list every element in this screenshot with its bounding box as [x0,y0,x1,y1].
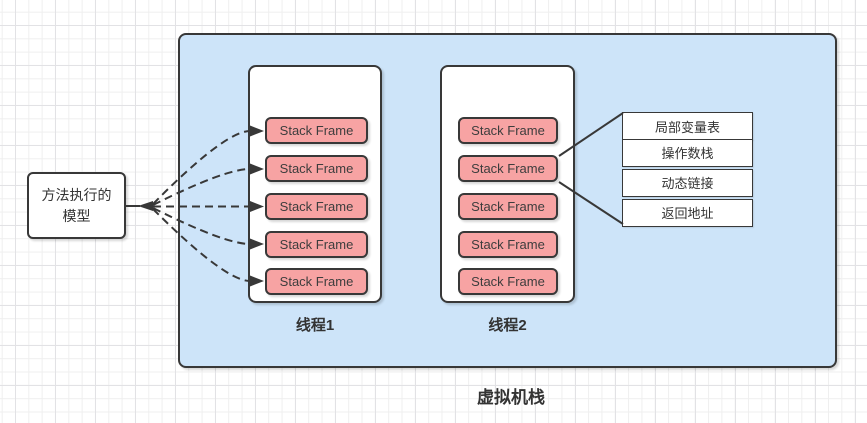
table-row-dynamic-linking: 动态链接 [622,168,753,197]
thread-1-stack-frame-4: Stack Frame [265,231,368,258]
thread-2-stack-frame-2: Stack Frame [458,155,558,182]
thread-1-stack-frame-5: Stack Frame [265,268,368,295]
table-row-local-variable-table: 局部变量表 [622,112,753,140]
vm-stack-label: 虚拟机栈 [477,388,545,407]
thread-2-label: 线程2 [488,317,527,334]
thread-1-stack-frame-2: Stack Frame [265,155,368,182]
arrowhead-to-method-box [138,201,153,211]
thread-2-stack-frame-1: Stack Frame [458,117,558,144]
stack-frame-structure-table: 局部变量表 操作数栈 动态链接 返回地址 [622,112,753,227]
method-execution-model-box: 方法执行的模型 [27,172,126,239]
thread-2-stack-frame-4: Stack Frame [458,231,558,258]
thread-1-container: Stack Frame Stack Frame Stack Frame Stac… [248,65,382,303]
table-row-return-address: 返回地址 [622,198,753,227]
thread-2-stack-frame-3: Stack Frame [458,193,558,220]
table-row-operand-stack: 操作数栈 [622,138,753,167]
thread-2-container: Stack Frame Stack Frame Stack Frame Stac… [440,65,575,303]
thread-1-stack-frame-3: Stack Frame [265,193,368,220]
thread-1-label: 线程1 [295,317,335,334]
thread-2-stack-frame-5: Stack Frame [458,268,558,295]
thread-1-stack-frame-1: Stack Frame [265,117,368,144]
